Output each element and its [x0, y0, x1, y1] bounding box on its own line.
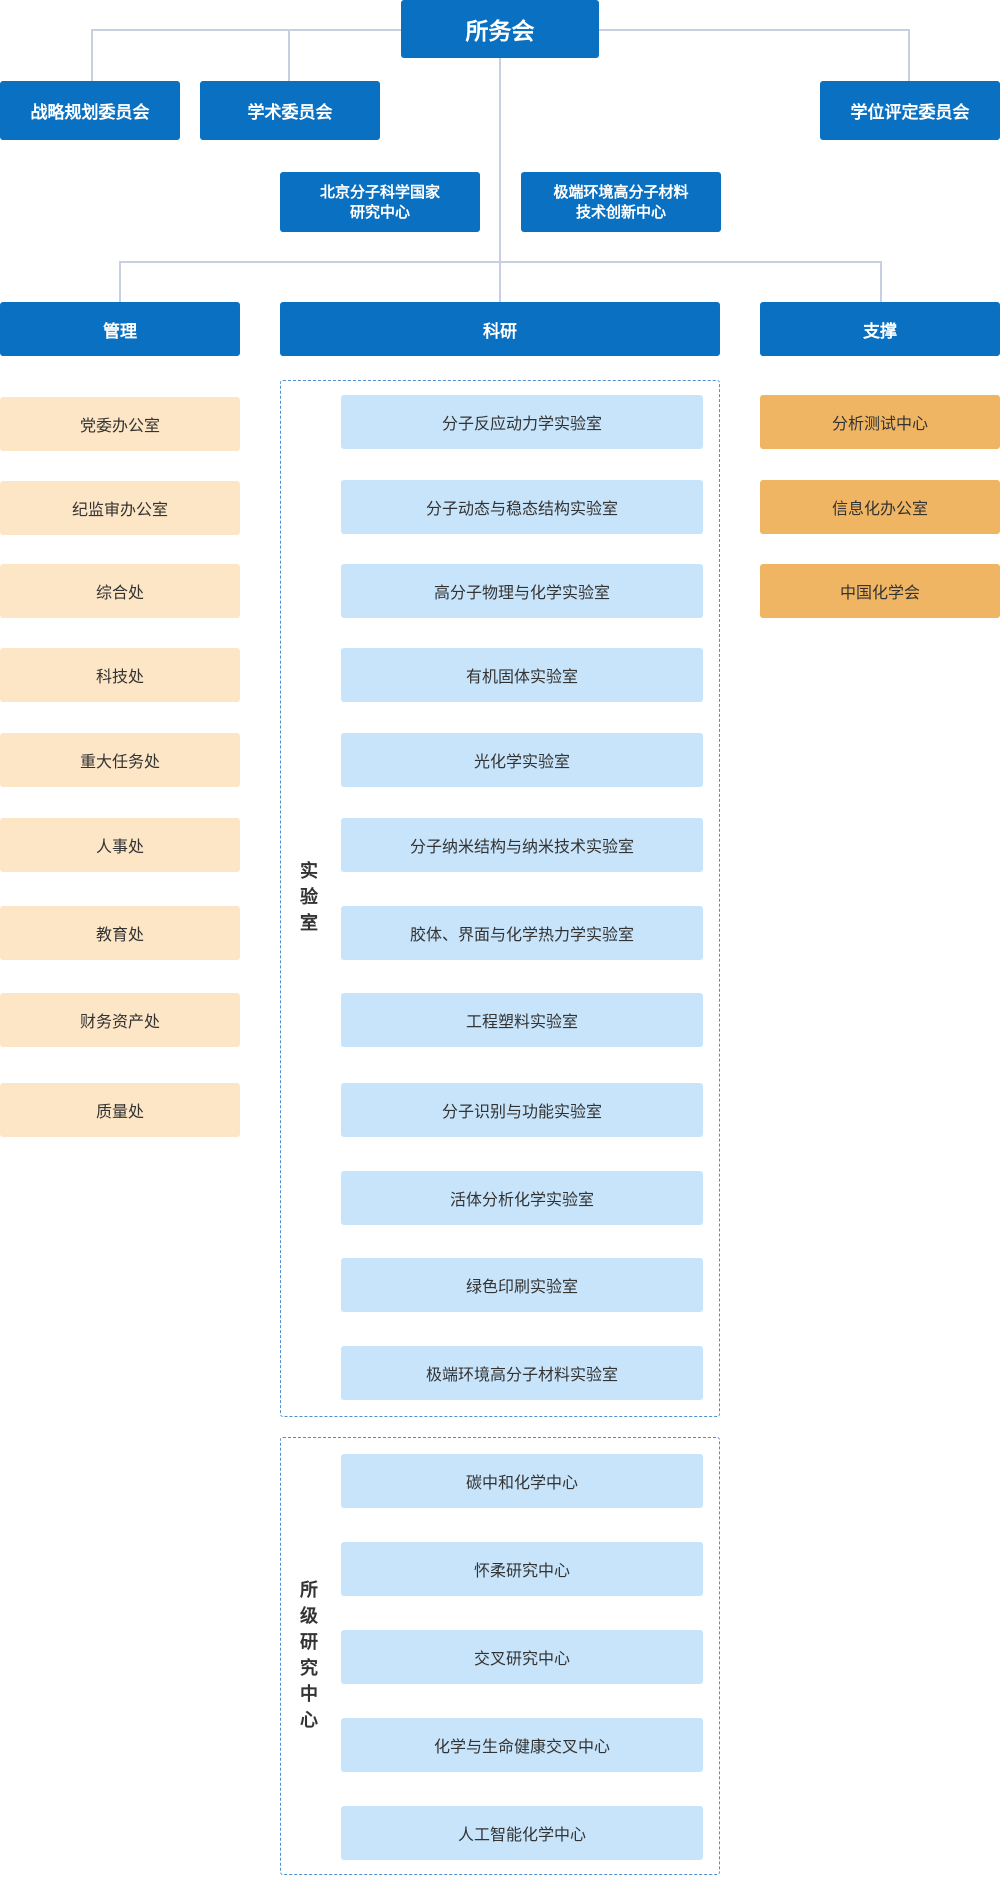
connector-columns-horizontal [119, 261, 882, 263]
lab-item[interactable]: 胶体、界面与化学热力学实验室 [341, 906, 703, 960]
research-center-item[interactable]: 人工智能化学中心 [341, 1806, 703, 1860]
research-center-item[interactable]: 碳中和化学中心 [341, 1454, 703, 1508]
management-item[interactable]: 党委办公室 [0, 397, 240, 451]
lab-item[interactable]: 绿色印刷实验室 [341, 1258, 703, 1312]
connector-academic-drop [288, 29, 290, 81]
research-center-item[interactable]: 怀柔研究中心 [341, 1542, 703, 1596]
labs-group-label: 实 验 室 [300, 861, 318, 934]
management-item[interactable]: 人事处 [0, 818, 240, 872]
degree-committee-node[interactable]: 学位评定委员会 [820, 81, 1000, 140]
management-item[interactable]: 财务资产处 [0, 993, 240, 1047]
support-item[interactable]: 中国化学会 [760, 564, 1000, 618]
connector-trunk [499, 58, 501, 302]
lab-item[interactable]: 分子识别与功能实验室 [341, 1083, 703, 1137]
research-center-item[interactable]: 化学与生命健康交叉中心 [341, 1718, 703, 1772]
research-column-header[interactable]: 科研 [280, 302, 720, 356]
lab-item[interactable]: 高分子物理与化学实验室 [341, 564, 703, 618]
management-column-header[interactable]: 管理 [0, 302, 240, 356]
support-item[interactable]: 分析测试中心 [760, 395, 1000, 449]
connector-degree-drop [908, 29, 910, 81]
management-item[interactable]: 质量处 [0, 1083, 240, 1137]
lab-item[interactable]: 工程塑料实验室 [341, 993, 703, 1047]
labs-group [280, 380, 720, 1417]
research-center-item[interactable]: 交叉研究中心 [341, 1630, 703, 1684]
lab-item[interactable]: 有机固体实验室 [341, 648, 703, 702]
connector-strategy-drop [91, 29, 93, 81]
lab-item[interactable]: 活体分析化学实验室 [341, 1171, 703, 1225]
research-centers-group [280, 1437, 720, 1875]
academic-committee-node[interactable]: 学术委员会 [200, 81, 380, 140]
bnlms-center-node[interactable]: 北京分子科学国家 研究中心 [280, 172, 480, 232]
support-column-header[interactable]: 支撑 [760, 302, 1000, 356]
support-item[interactable]: 信息化办公室 [760, 480, 1000, 534]
institute-council-node[interactable]: 所务会 [401, 0, 599, 58]
management-item[interactable]: 教育处 [0, 906, 240, 960]
lab-item[interactable]: 光化学实验室 [341, 733, 703, 787]
research-centers-group-label: 所 级 研 究 中 心 [300, 1580, 318, 1731]
management-item[interactable]: 纪监审办公室 [0, 481, 240, 535]
management-item[interactable]: 重大任务处 [0, 733, 240, 787]
lab-item[interactable]: 极端环境高分子材料实验室 [341, 1346, 703, 1400]
connector-management-drop [119, 261, 121, 303]
lab-item[interactable]: 分子动态与稳态结构实验室 [341, 480, 703, 534]
lab-item[interactable]: 分子纳米结构与纳米技术实验室 [341, 818, 703, 872]
extreme-materials-center-node[interactable]: 极端环境高分子材料 技术创新中心 [521, 172, 721, 232]
management-item[interactable]: 科技处 [0, 648, 240, 702]
management-item[interactable]: 综合处 [0, 564, 240, 618]
strategy-committee-node[interactable]: 战略规划委员会 [0, 81, 180, 140]
lab-item[interactable]: 分子反应动力学实验室 [341, 395, 703, 449]
connector-support-drop [880, 261, 882, 303]
